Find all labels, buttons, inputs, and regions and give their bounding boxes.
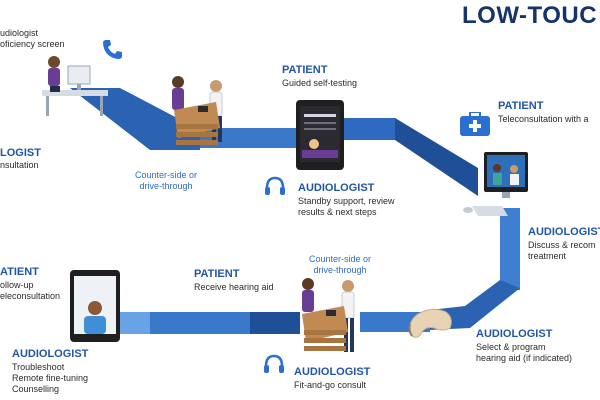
medical-kit-icon <box>460 112 490 136</box>
patient-teleconsult-role: PATIENT <box>498 100 544 112</box>
patient-self-test-role: PATIENT <box>282 64 328 76</box>
audiologist-bottom-left-line2: Remote fine-tuning <box>12 373 89 383</box>
audiologist-standby-line1: Standby support, review <box>298 196 395 206</box>
top-left-line1: udiologist <box>0 28 39 38</box>
counter-top-line1: Counter-side or <box>134 170 198 180</box>
audiologist-bottom-left-line3: Counselling <box>12 384 60 394</box>
video-call-monitor-illustration <box>463 152 528 216</box>
tablet-self-test-illustration <box>296 100 344 170</box>
path-segment-right-vertical <box>500 208 520 290</box>
patient-receive-desc: Receive hearing aid <box>194 282 274 292</box>
path-segment-tablet-right <box>330 118 395 140</box>
path-segment-diagonal <box>395 118 478 196</box>
path-segment-bottom-fade <box>115 312 150 334</box>
audiologist-select-line1: Select & program <box>476 342 546 352</box>
counter-top-line2: drive-through <box>139 181 193 191</box>
diagram-title: LOW-TOUC <box>462 2 598 29</box>
patient-receive-role: PATIENT <box>194 268 240 280</box>
headset-icon <box>264 354 284 373</box>
audiologist-select-line2: hearing aid (if indicated) <box>476 353 573 363</box>
top-left-line2: oficiency screen <box>0 39 65 49</box>
audiologist-bottom-left-role: AUDIOLOGIST <box>12 348 89 360</box>
audiologist-discuss-role: AUDIOLOGIST <box>528 226 600 238</box>
hearing-aid-icon <box>408 308 452 338</box>
patient-followup-line2: eleconsultation <box>0 291 61 301</box>
audiologist-desk-illustration <box>42 56 108 116</box>
audiologist-bottom-left-line1: Troubleshoot <box>12 362 65 372</box>
patient-self-test-desc: Guided self-testing <box>282 78 358 88</box>
left-mid-role: LOGIST <box>0 147 41 159</box>
counter-bottom-line1: Counter-side or <box>308 254 372 264</box>
tablet-followup-illustration <box>70 270 120 342</box>
left-mid-desc: nsultation <box>0 160 39 170</box>
path-segment-bottom-right <box>430 280 520 330</box>
patient-followup-line1: ollow-up <box>0 280 34 290</box>
audiologist-standby-role: AUDIOLOGIST <box>298 182 375 194</box>
audiologist-discuss-line1: Discuss & recom <box>528 240 596 250</box>
counter-bottom-line2: drive-through <box>313 265 367 275</box>
audiologist-fit-desc: Fit-and-go consult <box>294 380 367 390</box>
audiologist-select-role: AUDIOLOGIST <box>476 328 553 340</box>
headset-icon <box>265 176 285 195</box>
counter-scene-top <box>172 76 223 145</box>
patient-followup-role: ATIENT <box>0 266 39 278</box>
audiologist-standby-line2: results & next steps <box>298 207 377 217</box>
audiologist-discuss-line2: treatment <box>528 251 567 261</box>
path-segment-bottom-counter <box>250 312 300 334</box>
path-segment-counter-tablet <box>200 128 300 148</box>
phone-icon <box>103 40 122 59</box>
audiologist-fit-role: AUDIOLOGIST <box>294 366 371 378</box>
patient-teleconsult-desc: Teleconsultation with a <box>498 114 589 124</box>
counter-scene-bottom <box>302 278 355 352</box>
